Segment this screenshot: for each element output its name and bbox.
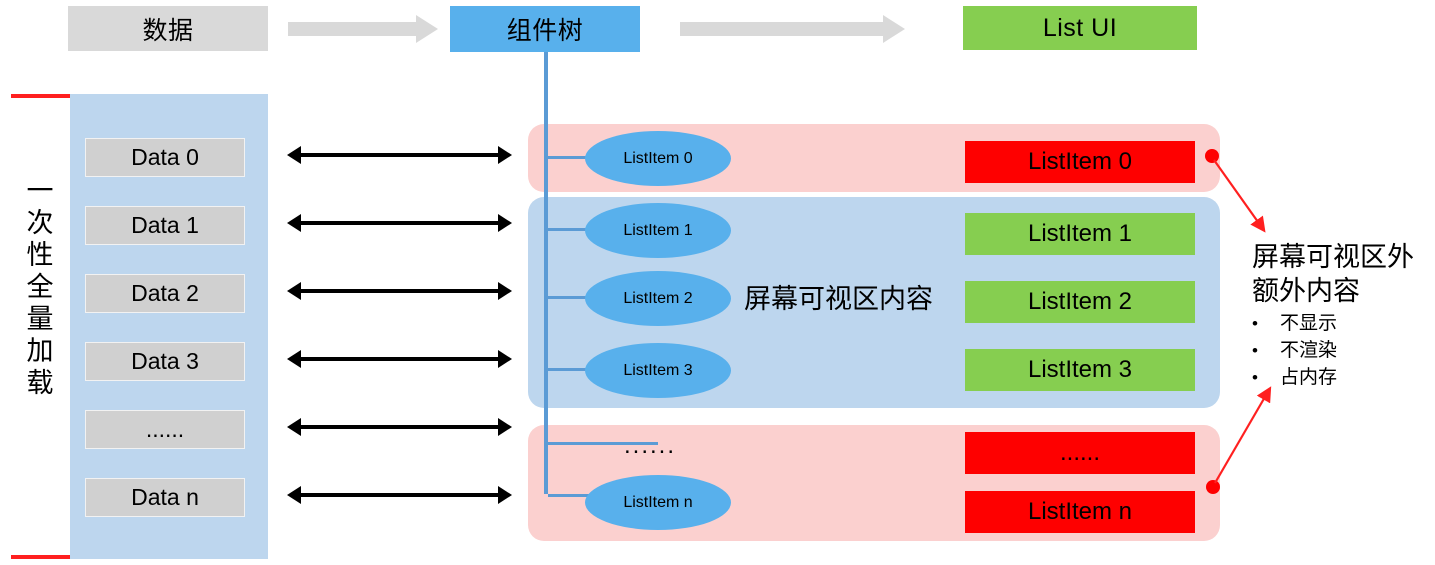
header-data-box: 数据 bbox=[68, 6, 268, 51]
tree-branch-1 bbox=[548, 228, 614, 231]
vertical-label-char-1: 次 bbox=[26, 208, 54, 238]
bracket-line-bottom bbox=[11, 555, 71, 559]
ui-item-ellipsis: ...... bbox=[965, 432, 1195, 474]
bracket-line-top bbox=[11, 94, 71, 98]
callout-line-bottom bbox=[1214, 386, 1272, 484]
bullet-icon-0: • bbox=[1252, 314, 1258, 333]
annotation-bullet-text-0: 不显示 bbox=[1280, 313, 1338, 334]
sync-arrow-n bbox=[287, 486, 512, 504]
data-item-ellipsis: ...... bbox=[85, 410, 245, 449]
tree-node-n: ListItem n bbox=[585, 475, 731, 530]
data-item-0: Data 0 bbox=[85, 138, 245, 177]
annotation-bullet-item-0: • 不显示 bbox=[1252, 310, 1432, 337]
ui-item-2: ListItem 2 bbox=[965, 281, 1195, 323]
tree-node-ellipsis: ...... bbox=[624, 432, 677, 459]
tree-branch-0 bbox=[548, 156, 614, 159]
annotation-bullet-text-1: 不渲染 bbox=[1280, 340, 1338, 361]
ui-item-0: ListItem 0 bbox=[965, 141, 1195, 183]
tree-branch-2 bbox=[548, 296, 614, 299]
vertical-label-char-2: 性 bbox=[26, 240, 54, 270]
vertical-label-char-3: 全 bbox=[26, 272, 54, 302]
tree-node-3: ListItem 3 bbox=[585, 343, 731, 398]
ui-item-3: ListItem 3 bbox=[965, 349, 1195, 391]
sync-arrow-1 bbox=[287, 214, 512, 232]
vertical-label-char-4: 量 bbox=[26, 304, 54, 334]
data-item-2: Data 2 bbox=[85, 274, 245, 313]
annotation-bullet-item-2: • 占内存 bbox=[1252, 364, 1432, 391]
annotation-title-line-1: 屏幕可视区外 bbox=[1252, 242, 1414, 272]
sync-arrow-0 bbox=[287, 146, 512, 164]
bullet-icon-2: • bbox=[1252, 368, 1258, 387]
viewport-caption: 屏幕可视区内容 bbox=[744, 284, 933, 314]
header-list-ui-box: List UI bbox=[963, 6, 1197, 50]
sync-arrow-2 bbox=[287, 282, 512, 300]
gray-arrow-tree-to-ui bbox=[680, 15, 905, 43]
bullet-icon-1: • bbox=[1252, 341, 1258, 360]
header-component-tree-box: 组件树 bbox=[450, 6, 640, 52]
tree-node-0: ListItem 0 bbox=[585, 131, 731, 186]
gray-arrow-data-to-tree bbox=[288, 15, 438, 43]
annotation-title-line-2: 额外内容 bbox=[1252, 276, 1360, 306]
sync-arrow-ellipsis bbox=[287, 418, 512, 436]
tree-branch-ellipsis bbox=[548, 442, 658, 445]
ui-item-1: ListItem 1 bbox=[965, 213, 1195, 255]
sync-arrow-3 bbox=[287, 350, 512, 368]
data-item-3: Data 3 bbox=[85, 342, 245, 381]
vertical-label-full-load: 一 次 性 全 量 加 载 bbox=[18, 175, 62, 399]
tree-node-1: ListItem 1 bbox=[585, 203, 731, 258]
vertical-label-char-5: 加 bbox=[26, 336, 54, 366]
ui-item-n: ListItem n bbox=[965, 491, 1195, 533]
annotation-bullet-list: • 不显示 • 不渲染 • 占内存 bbox=[1252, 310, 1432, 391]
annotation-title: 屏幕可视区外 额外内容 bbox=[1252, 240, 1432, 308]
annotation-bullet-item-1: • 不渲染 bbox=[1252, 337, 1432, 364]
tree-trunk-line bbox=[544, 52, 548, 494]
vertical-label-char-0: 一 bbox=[26, 176, 54, 206]
callout-line-top bbox=[1213, 159, 1266, 233]
tree-node-2: ListItem 2 bbox=[585, 271, 731, 326]
vertical-label-char-6: 载 bbox=[26, 368, 54, 398]
data-item-n: Data n bbox=[85, 478, 245, 517]
tree-branch-3 bbox=[548, 368, 614, 371]
annotation-bullet-text-2: 占内存 bbox=[1280, 367, 1338, 388]
data-item-1: Data 1 bbox=[85, 206, 245, 245]
tree-branch-n bbox=[548, 494, 614, 497]
